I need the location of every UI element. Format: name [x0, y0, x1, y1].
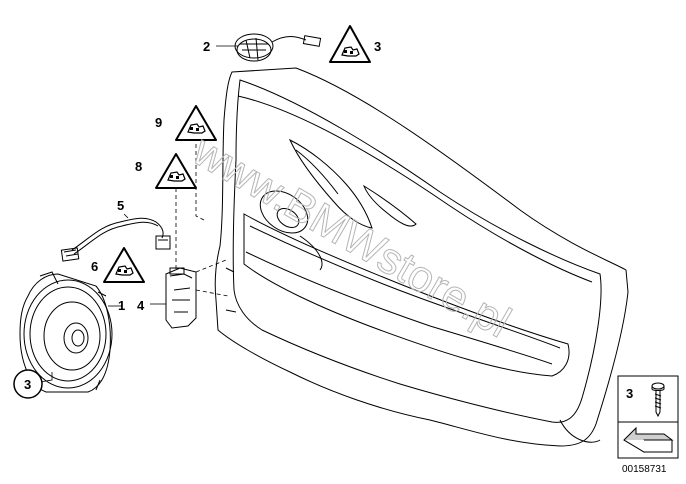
warning-triangle-8	[155, 153, 197, 189]
callout-5: 5	[117, 198, 124, 213]
diagram-number: 00158731	[622, 464, 667, 475]
callout-3-circled: 3	[24, 377, 31, 392]
warning-triangle-3	[329, 25, 371, 63]
door-trim-panel	[214, 67, 629, 447]
legend-box: 3 00158731	[617, 375, 679, 475]
woofer	[19, 271, 113, 393]
callout-3-top: 3	[374, 39, 381, 54]
legend-item-number: 3	[626, 386, 633, 401]
circled-callout	[13, 369, 43, 399]
warning-triangle-6	[103, 247, 145, 283]
callout-8: 8	[135, 159, 142, 174]
wiring-harness	[60, 217, 171, 262]
arrow-icon	[623, 426, 674, 453]
tweeter	[234, 33, 322, 62]
connector-housing	[165, 267, 197, 329]
callout-2: 2	[203, 39, 210, 54]
screw-icon	[651, 382, 665, 418]
leader-lines	[39, 45, 238, 383]
watermark: www.BMWstore.pl	[184, 126, 518, 347]
warning-triangle-9	[175, 105, 217, 141]
callout-9: 9	[155, 115, 162, 130]
callout-6: 6	[91, 259, 98, 274]
callout-4: 4	[137, 298, 145, 313]
callout-1: 1	[118, 298, 125, 313]
